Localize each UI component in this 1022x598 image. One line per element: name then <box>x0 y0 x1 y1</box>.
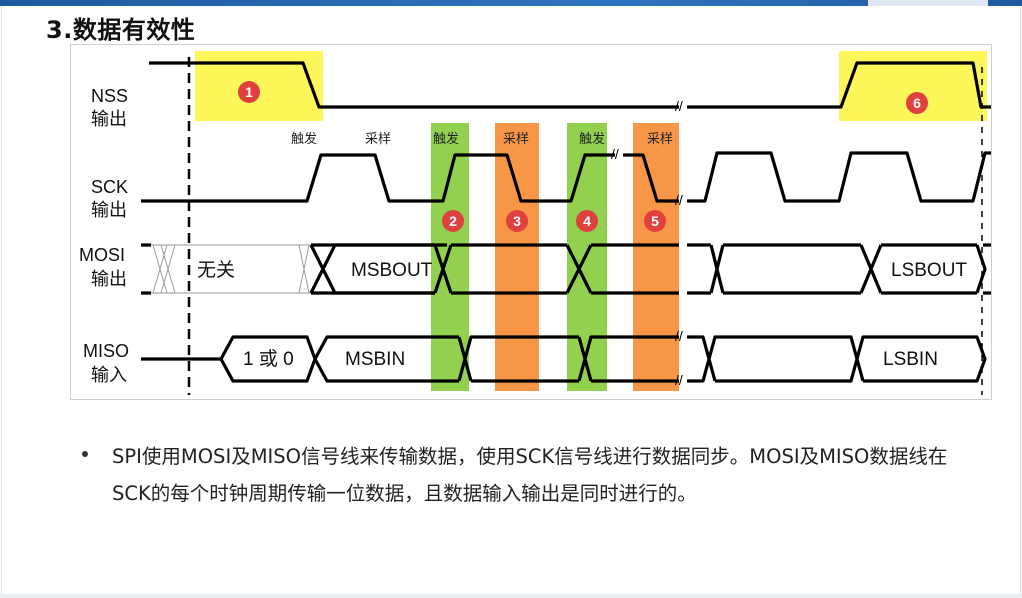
sck-break-1: // <box>611 146 619 162</box>
edge-label-trigger-3: 触发 <box>579 131 605 147</box>
svg-text:6: 6 <box>913 95 921 111</box>
mosi-transitions <box>309 243 987 295</box>
timing-svg: NSS 输出 SCK 输出 MOSI 输出 MISO 输入 // // // 无… <box>79 51 991 395</box>
svg-text:5: 5 <box>651 213 659 229</box>
marker-4: 4 <box>576 210 598 232</box>
miso-msb-label: MSBIN <box>345 349 405 370</box>
nss-trace <box>149 61 991 109</box>
sck-break-2: // <box>675 192 683 208</box>
nss-break: // <box>675 98 683 114</box>
marker-2: 2 <box>442 210 464 232</box>
bottom-border <box>0 594 1022 598</box>
edge-label-trigger-1: 触发 <box>291 131 317 147</box>
miso-break-bottom: // <box>675 372 683 388</box>
edge-label-sample-3: 采样 <box>647 132 673 147</box>
mosi-lsb-label: LSBOUT <box>891 260 967 281</box>
svg-text:1: 1 <box>245 84 253 100</box>
marker-5: 5 <box>644 210 666 232</box>
edge-label-sample-1: 采样 <box>365 132 391 147</box>
miso-label: MISO <box>83 341 129 361</box>
section-title: 3.数据有效性 <box>46 16 196 44</box>
sample-band-1 <box>495 123 539 391</box>
miso-initial-label: 1 或 0 <box>243 348 294 370</box>
sck-trace <box>141 151 991 203</box>
svg-text:2: 2 <box>449 213 457 229</box>
spi-timing-diagram: NSS 输出 SCK 输出 MOSI 输出 MISO 输入 // // // 无… <box>70 44 992 400</box>
edge-label-sample-2: 采样 <box>503 132 529 147</box>
mosi-sub-label: 输出 <box>91 269 127 289</box>
nss-label: NSS <box>91 86 128 106</box>
sck-sub-label: 输出 <box>91 200 127 220</box>
svg-text:4: 4 <box>583 213 591 229</box>
left-border <box>1 6 2 598</box>
mosi-msb-label: MSBOUT <box>351 260 433 281</box>
marker-1: 1 <box>238 81 260 103</box>
right-border <box>1020 6 1021 598</box>
miso-lsb-label: LSBIN <box>883 349 938 370</box>
miso-break-top: // <box>675 328 683 344</box>
bullet-text: SPI使用MOSI及MISO信号线来传输数据，使用SCK信号线进行数据同步。MO… <box>112 445 948 505</box>
mosi-dontcare-start <box>151 244 311 294</box>
svg-text:3: 3 <box>513 213 521 229</box>
bullet-dot-icon <box>82 451 88 457</box>
marker-3: 3 <box>506 210 528 232</box>
miso-sub-label: 输入 <box>91 365 127 385</box>
marker-6: 6 <box>906 92 928 114</box>
top-accent-bar <box>0 0 1022 6</box>
sck-label: SCK <box>91 177 128 197</box>
bullet-item: SPI使用MOSI及MISO信号线来传输数据，使用SCK信号线进行数据同步。MO… <box>80 438 980 512</box>
mosi-label: MOSI <box>79 245 125 265</box>
bullet-list: SPI使用MOSI及MISO信号线来传输数据，使用SCK信号线进行数据同步。MO… <box>80 438 980 512</box>
miso-trace <box>141 335 987 383</box>
sample-band-2 <box>633 123 679 391</box>
edge-label-trigger-2: 触发 <box>433 131 459 147</box>
nss-sub-label: 输出 <box>91 109 127 129</box>
mosi-dontcare-label: 无关 <box>197 259 235 281</box>
